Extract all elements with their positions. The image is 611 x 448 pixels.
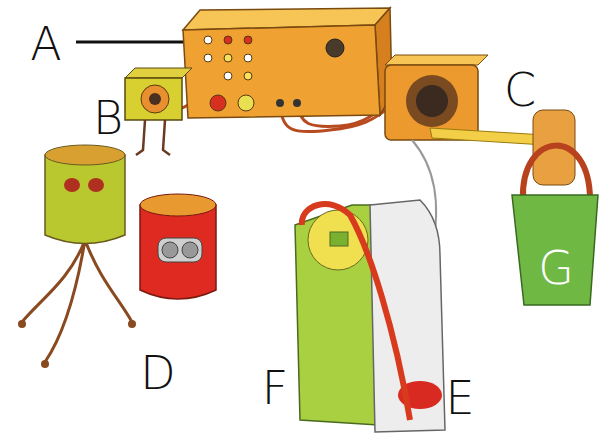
part-letter: E [445,375,474,421]
sensor-box [125,68,192,155]
part-letter: B [93,95,123,141]
part-letter: A [30,21,61,67]
amplifier-box [183,8,392,118]
handheld-device [295,140,445,432]
bag [512,146,598,305]
part-letter: D [140,350,175,396]
part-letter: C [504,67,536,113]
tripod-sensor [18,145,136,368]
leader-line [76,41,200,44]
red-sensor [140,194,216,299]
part-letter: G [538,245,574,291]
speaker-box [385,55,488,140]
part-letter: F [262,365,288,411]
